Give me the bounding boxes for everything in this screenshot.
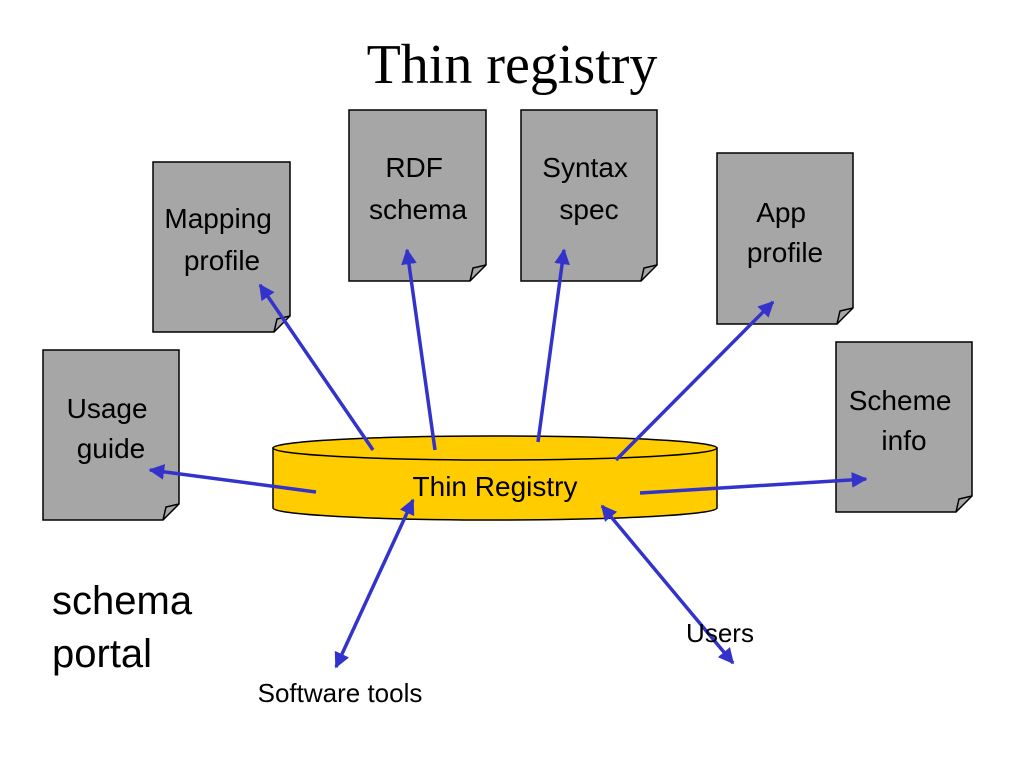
- doc-usage-guide-shape: [42, 349, 180, 521]
- schema-portal-line-2: portal: [52, 632, 152, 676]
- users-label: Users: [686, 618, 754, 648]
- doc-rdf-schema-line-2: schema: [369, 194, 467, 225]
- arrow-software-tools: [334, 498, 415, 669]
- doc-scheme-info-line-2: info: [881, 425, 926, 456]
- doc-app-profile-line-1: App: [756, 197, 806, 228]
- thin-registry-cylinder: Thin Registry: [272, 435, 718, 521]
- software-tools-label: Software tools: [258, 678, 423, 708]
- doc-app-profile-shape: [716, 152, 854, 325]
- slide-title: Thin registry: [366, 34, 658, 96]
- doc-scheme-info-label: Scheme info: [849, 385, 960, 456]
- schema-portal-line-1: schema: [52, 579, 193, 623]
- arrow-users: [600, 504, 735, 665]
- doc-rdf-schema-fold: [469, 264, 487, 282]
- doc-app-profile-fold: [836, 307, 854, 325]
- doc-syntax-spec-fold: [640, 264, 658, 282]
- doc-app-profile-label: App profile: [747, 197, 823, 268]
- schema-portal-label: schema portal: [52, 579, 203, 676]
- doc-usage-guide-line-1: Usage: [67, 393, 148, 424]
- arrow-to-app-profile: [614, 300, 775, 462]
- doc-syntax-spec-line-1: Syntax: [542, 152, 628, 183]
- doc-app-profile: App profile: [716, 152, 854, 325]
- doc-syntax-spec-label: Syntax spec: [542, 152, 635, 225]
- doc-usage-guide-label: Usage guide: [67, 393, 156, 464]
- doc-usage-guide: Usage guide: [42, 349, 180, 521]
- doc-rdf-schema: RDF schema: [348, 109, 487, 282]
- doc-mapping-profile-line-1: Mapping: [164, 203, 271, 234]
- arrow-to-rdf-schema: [401, 248, 437, 451]
- arrow-to-scheme-info: [639, 472, 868, 495]
- doc-mapping-profile-label: Mapping profile: [164, 203, 279, 276]
- thin-registry-top: [272, 435, 718, 461]
- arrow-to-usage-guide: [148, 464, 317, 494]
- doc-mapping-profile-line-2: profile: [184, 245, 260, 276]
- doc-rdf-schema-label: RDF schema: [369, 152, 467, 225]
- arrow-to-syntax-spec: [536, 248, 570, 443]
- doc-scheme-info-fold: [955, 495, 973, 513]
- doc-mapping-profile: Mapping profile: [152, 161, 291, 333]
- doc-scheme-info-line-1: Scheme: [849, 385, 952, 416]
- thin-registry-label: Thin Registry: [413, 471, 578, 502]
- doc-mapping-profile-shape: [152, 161, 291, 333]
- doc-syntax-spec: Syntax spec: [520, 109, 658, 282]
- arrow-to-mapping-profile: [258, 283, 375, 451]
- doc-mapping-profile-fold: [273, 315, 291, 333]
- doc-rdf-schema-line-1: RDF: [385, 152, 443, 183]
- doc-app-profile-line-2: profile: [747, 237, 823, 268]
- doc-syntax-spec-line-2: spec: [559, 194, 618, 225]
- doc-usage-guide-line-2: guide: [77, 433, 146, 464]
- doc-usage-guide-fold: [162, 503, 180, 521]
- connector-arrows: [148, 248, 868, 669]
- doc-rdf-schema-shape: [348, 109, 487, 282]
- doc-scheme-info: Scheme info: [835, 341, 973, 513]
- doc-syntax-spec-shape: [520, 109, 658, 282]
- doc-scheme-info-shape: [835, 341, 973, 513]
